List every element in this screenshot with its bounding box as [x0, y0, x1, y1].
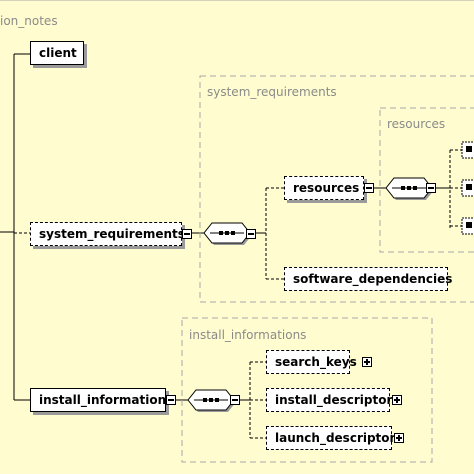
element-label: system_requirements [39, 227, 185, 241]
collapse-icon[interactable] [230, 395, 240, 405]
element-system-requirements[interactable]: system_requirements [30, 222, 185, 246]
element-label: install_informations [39, 393, 174, 407]
collapse-icon[interactable] [166, 395, 176, 405]
sequence-compositor-icon [385, 177, 434, 200]
element-launch-descriptor[interactable]: launch_descriptor [266, 426, 395, 450]
group-label-system-requirements: system_requirements [207, 85, 337, 99]
group-frame-resources [379, 107, 474, 253]
element-client[interactable]: client [30, 41, 84, 65]
group-label-resources: resources [387, 117, 446, 131]
element-install-informations[interactable]: install_informations [30, 388, 173, 412]
group-label-install-informations: install_informations [189, 328, 307, 342]
collapse-icon[interactable] [364, 183, 374, 193]
element-resources[interactable]: resources [284, 176, 364, 200]
resource-child-element-icon [461, 141, 474, 159]
resource-child-element-icon [461, 179, 474, 197]
collapse-icon[interactable] [182, 229, 192, 239]
group-frame-system-requirements [199, 75, 474, 303]
element-software-dependencies[interactable]: software_dependencies [284, 267, 452, 291]
group-frame-install-informations [181, 317, 433, 463]
element-search-keys[interactable]: search_keys [266, 350, 357, 374]
element-label: resources [293, 181, 360, 195]
expand-icon[interactable] [394, 433, 404, 443]
resource-child-element-icon [461, 217, 474, 235]
sequence-compositor-icon [187, 389, 236, 412]
sequence-compositor-icon [203, 222, 252, 245]
collapse-icon[interactable] [426, 183, 436, 193]
expand-icon[interactable] [362, 357, 372, 367]
expand-icon[interactable] [392, 395, 402, 405]
element-install-descriptor[interactable]: install_descriptor [266, 388, 392, 412]
root-group-label: ion_notes [0, 14, 58, 28]
collapse-icon[interactable] [246, 229, 256, 239]
